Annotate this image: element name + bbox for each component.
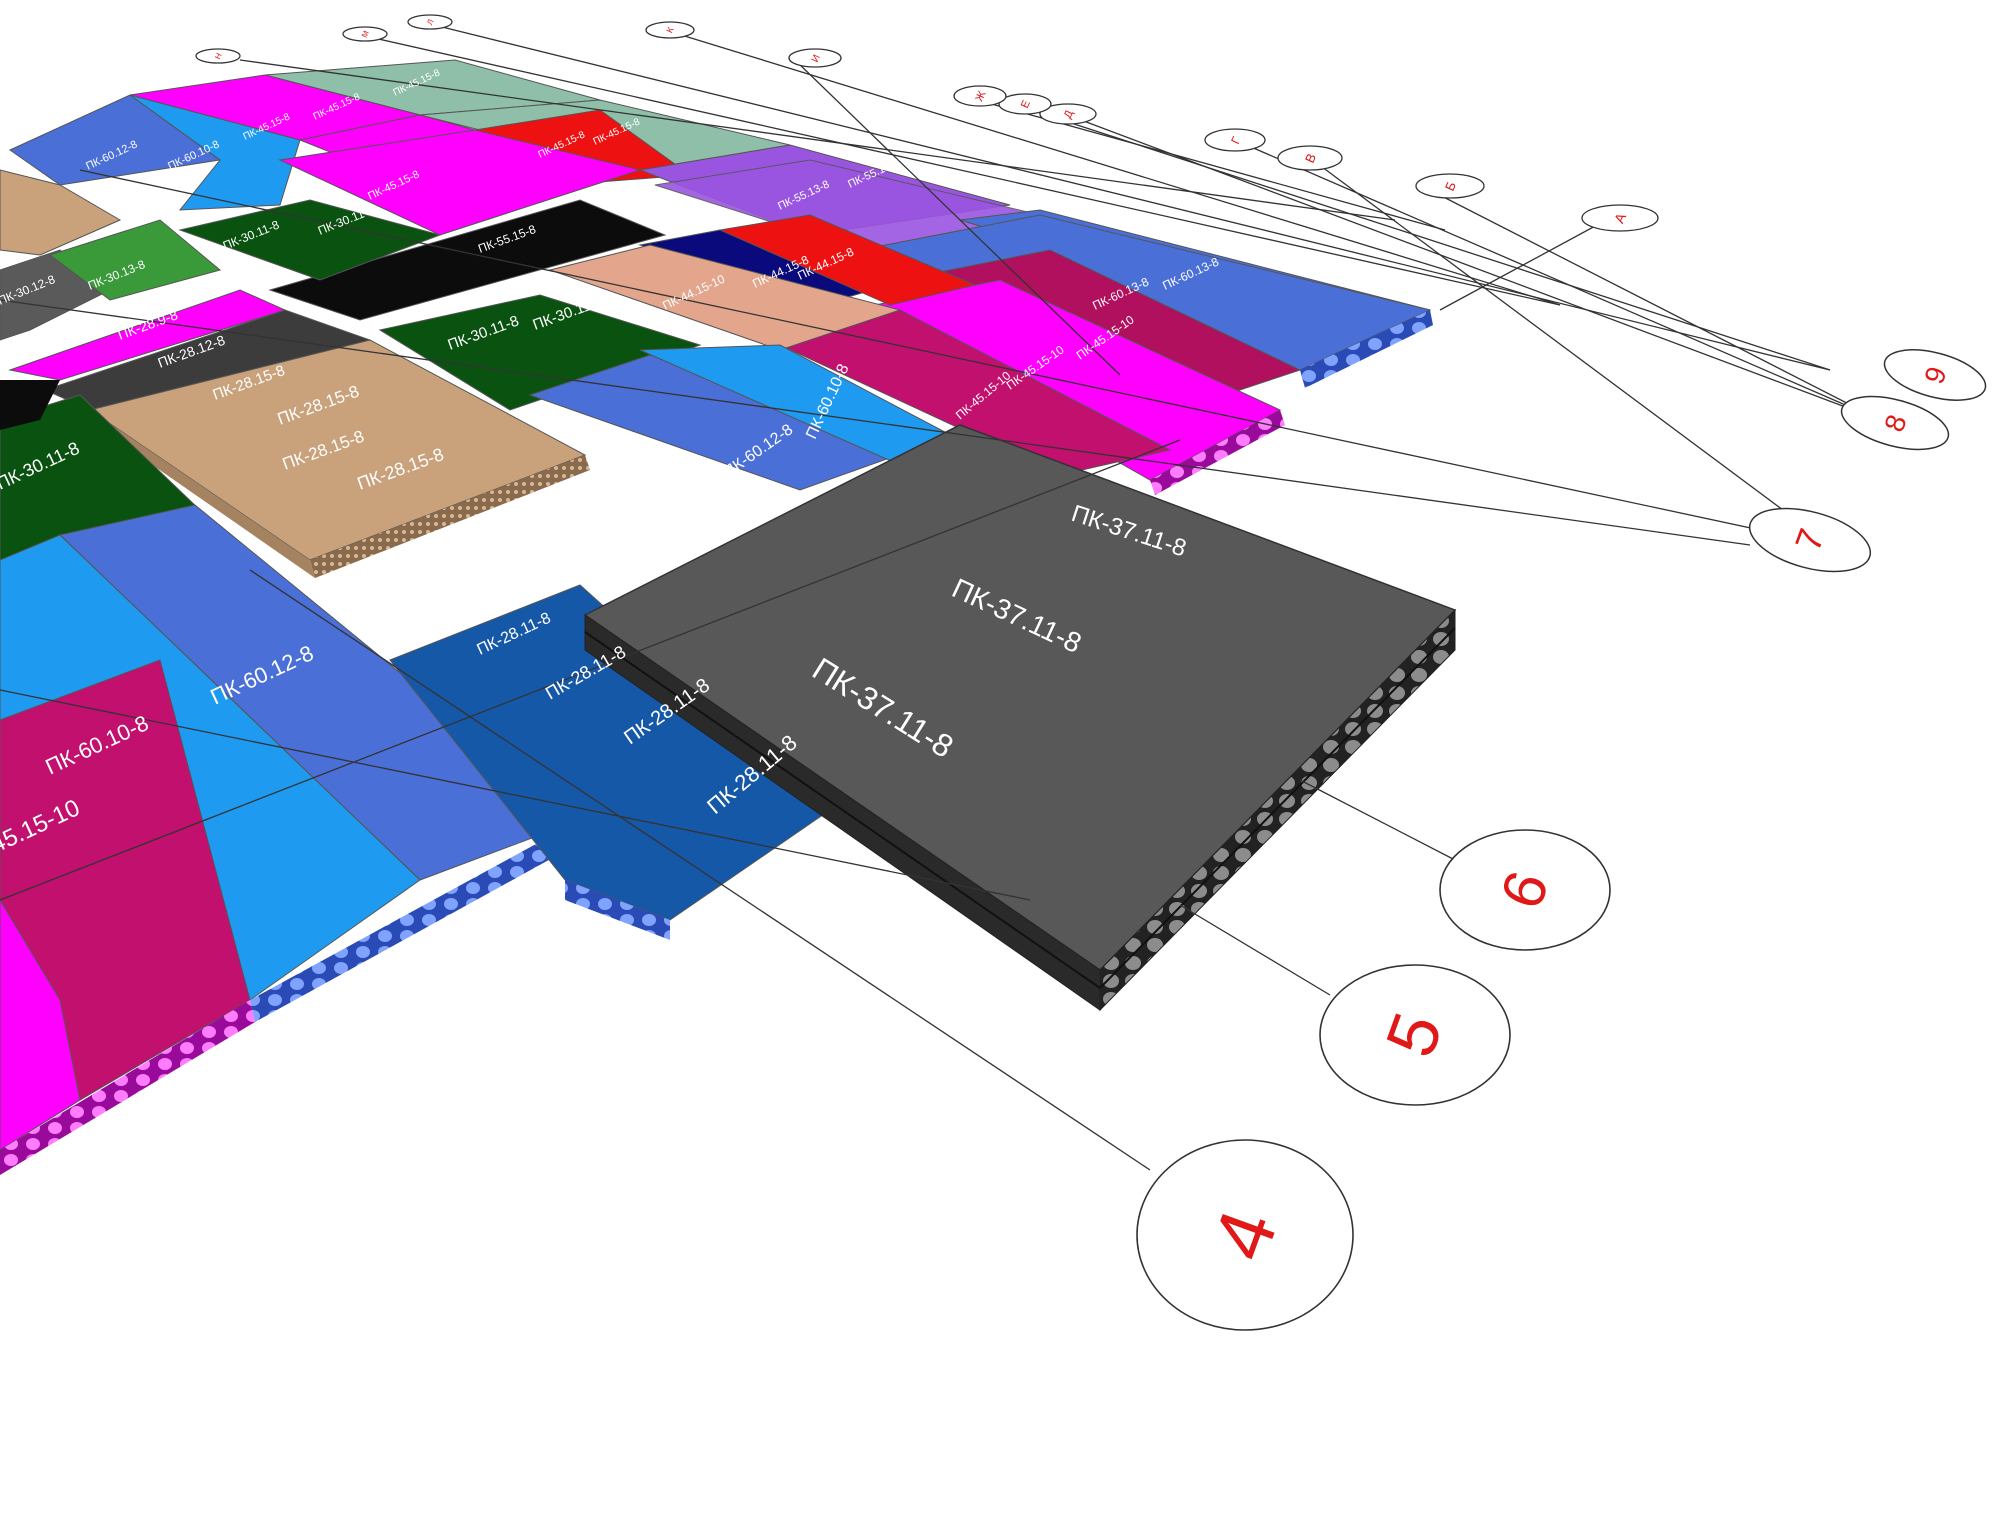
axis-number-markers: 9 8 7 6 5 4: [1136, 349, 1987, 1331]
slab-blue-right-edge: [1300, 310, 1433, 388]
slab-lightblue-far-1: [129, 94, 301, 211]
svg-text:И: И: [810, 53, 823, 64]
far-slab-group: [0, 59, 1433, 578]
svg-text:К: К: [664, 25, 676, 35]
svg-text:Е: Е: [1019, 99, 1033, 111]
axis-marker-В: В: [1277, 145, 1343, 171]
axis-marker-Д: Д: [1039, 103, 1097, 125]
slab-darkgreen-mid: [378, 294, 702, 411]
slab-tan-side-edge: [90, 410, 315, 578]
axis-marker-4: 4: [1136, 1139, 1354, 1331]
axis-marker-Е: Е: [998, 93, 1052, 115]
slab-crimson-front: [0, 659, 251, 1101]
slab-gray-big-seam: [584, 631, 1101, 989]
slab-magenta-right-edge: [1150, 410, 1285, 495]
slab-gray-big-seam-2: [1099, 627, 1456, 989]
axis-marker-9: 9: [1883, 349, 1987, 401]
slab-blue-front-edge: [250, 820, 585, 1022]
axis-lines: [0, 23, 1881, 1171]
axis-marker-7: 7: [1748, 507, 1872, 573]
svg-text:Ж: Ж: [973, 89, 988, 103]
slab-salmon: [548, 244, 902, 351]
foreground-slab-group: [0, 424, 1457, 1175]
axis-marker-8: 8: [1840, 395, 1950, 451]
svg-text:М: М: [360, 29, 371, 39]
axis-marker-И: И: [788, 48, 842, 68]
slab-black: [268, 199, 667, 321]
slab-magenta-front: [0, 899, 81, 1151]
axis-marker-6: 6: [1439, 829, 1611, 951]
axis-marker-5: 5: [1319, 964, 1511, 1106]
svg-text:Н: Н: [213, 51, 224, 60]
axis-letter-markers: А Б В Г Д Е Ж И: [195, 14, 1659, 232]
slab-black-left: [0, 380, 60, 430]
axis-marker-Б: Б: [1415, 173, 1485, 199]
svg-text:Л: Л: [425, 18, 435, 27]
axis-marker-Г: Г: [1204, 128, 1266, 152]
axis-marker-Л: Л: [407, 14, 453, 30]
axis-marker-А: А: [1581, 204, 1659, 232]
slab-gray-big-left-edge: [584, 614, 1101, 1011]
axis-marker-Ж: Ж: [953, 85, 1007, 107]
slab-green-far: [48, 219, 222, 301]
axis-marker-М: М: [342, 26, 388, 42]
axis-marker-К: К: [645, 21, 695, 39]
slab-steelblue-edge: [565, 880, 670, 940]
slab-red-mid: [718, 214, 977, 306]
slab-tan-far: [0, 169, 122, 256]
slab-magenta-front-edge: [0, 1000, 255, 1175]
slab-tan-main-edge: [310, 455, 590, 578]
axis-marker-Н: Н: [195, 48, 241, 64]
